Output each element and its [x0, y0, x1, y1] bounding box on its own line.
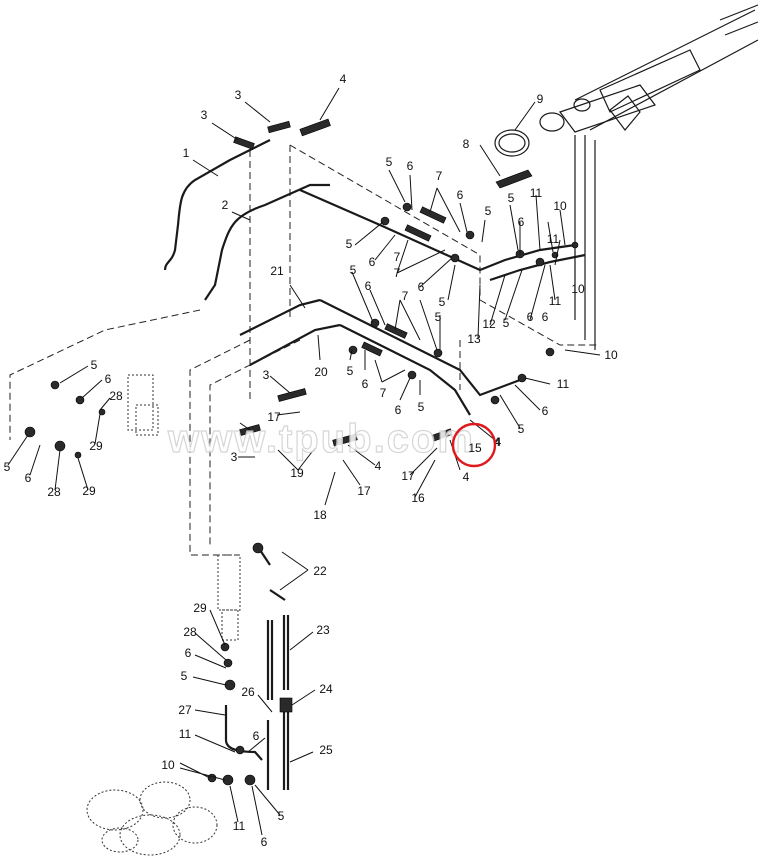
callout-label: 6 [418, 280, 425, 294]
callout-label: 17 [401, 469, 415, 483]
callout-label: 11 [557, 377, 570, 391]
callout-label: 17 [267, 410, 281, 424]
highlight-label: 15 [468, 441, 482, 455]
callout-label: 9 [537, 92, 544, 106]
callout-label: 13 [467, 332, 481, 346]
callout-label: 10 [604, 348, 618, 362]
callout-label: 4 [494, 435, 501, 449]
callout-label: 1 [183, 146, 190, 160]
callout-label: 5 [508, 191, 515, 205]
callout-label: 24 [319, 682, 333, 696]
callout-label: 19 [290, 466, 304, 480]
callout-label: 20 [314, 365, 328, 379]
callout-label: 29 [82, 484, 96, 498]
callout-label: 4 [463, 470, 470, 484]
mounting-bracket [495, 169, 533, 189]
callout-label: 4 [495, 435, 502, 449]
callout-label: 7 [436, 169, 443, 183]
callout-label: 16 [411, 491, 425, 505]
highlighted-part-callout: 15 [451, 422, 497, 468]
hose-clamp [494, 129, 530, 157]
callout-label: 12 [482, 317, 496, 331]
callout-label: 6 [457, 188, 464, 202]
callout-label: 3 [231, 450, 238, 464]
callout-label: 6 [185, 646, 192, 660]
callout-label: 6 [25, 471, 32, 485]
callout-label: 5 [181, 669, 188, 683]
lower-hose-assembly [217, 549, 293, 790]
callout-label: 28 [183, 625, 197, 639]
frame-outline [9, 144, 600, 556]
callout-label: 3 [201, 108, 208, 122]
callout-label: 6 [362, 377, 369, 391]
callout-label: 5 [386, 155, 393, 169]
callout-label: 10 [571, 282, 585, 296]
hydraulic-pump [86, 781, 218, 856]
callout-label: 29 [193, 601, 207, 615]
callout-label: 5 [439, 295, 446, 309]
callout-label: 3 [263, 368, 270, 382]
callout-label: 5 [350, 263, 357, 277]
watermark-text: www.tpub.com [167, 417, 475, 461]
callout-label: 7 [394, 266, 401, 280]
callout-label: 6 [253, 729, 260, 743]
callout-label: 5 [435, 310, 442, 324]
callout-label: 17 [357, 484, 371, 498]
callout-label: 6 [542, 404, 549, 418]
callout-label: 6 [365, 279, 372, 293]
callout-labels: 1 2 3 3 4 3 3 4 4 4 5 6 7 6 5 5 6 7 6 5 … [4, 72, 618, 849]
callout-label: 10 [161, 758, 175, 772]
highlight-circle [451, 422, 497, 468]
callout-label: 2 [222, 198, 229, 212]
callout-label: 6 [542, 310, 549, 324]
callout-label: 11 [530, 186, 543, 200]
hydraulic-cylinder-assembly [539, 4, 759, 350]
callout-label: 4 [375, 459, 382, 473]
callout-label: 6 [518, 215, 525, 229]
callout-label: 5 [346, 237, 353, 251]
callout-label: 10 [553, 199, 567, 213]
callout-label: 22 [313, 564, 327, 578]
callout-label: 5 [503, 316, 510, 330]
callout-label: 25 [319, 743, 333, 757]
callout-label: 7 [394, 250, 401, 264]
callout-label: 28 [109, 389, 123, 403]
callout-label: 4 [340, 72, 347, 86]
callout-label: 6 [395, 403, 402, 417]
callout-label: 6 [105, 372, 112, 386]
callout-label: 11 [549, 294, 562, 308]
callout-label: 6 [369, 255, 376, 269]
control-valve-block [127, 374, 159, 436]
callout-label: 5 [91, 358, 98, 372]
callout-label: 23 [316, 623, 330, 637]
callout-label: 5 [347, 364, 354, 378]
callout-label: 11 [179, 727, 192, 741]
callout-label: 7 [402, 289, 409, 303]
fittings [24, 118, 579, 786]
callout-label: 8 [463, 137, 470, 151]
callout-label: 21 [270, 264, 284, 278]
callout-label: 5 [4, 460, 11, 474]
leader-lines [7, 87, 601, 836]
callout-label: 6 [527, 310, 534, 324]
callout-label: 5 [418, 400, 425, 414]
callout-label: 28 [47, 485, 61, 499]
callout-label: 7 [380, 386, 387, 400]
callout-label: 29 [89, 439, 103, 453]
callout-label: 11 [547, 232, 560, 246]
callout-label: 26 [241, 685, 255, 699]
callout-label: 3 [235, 88, 242, 102]
callout-label: 18 [313, 508, 327, 522]
callout-label: 5 [485, 204, 492, 218]
callout-label: 11 [233, 819, 246, 833]
callout-label: 5 [518, 422, 525, 436]
callout-label: 6 [261, 835, 268, 849]
callout-label: 27 [178, 703, 192, 717]
callout-label: 5 [278, 809, 285, 823]
callout-label: 6 [407, 159, 414, 173]
